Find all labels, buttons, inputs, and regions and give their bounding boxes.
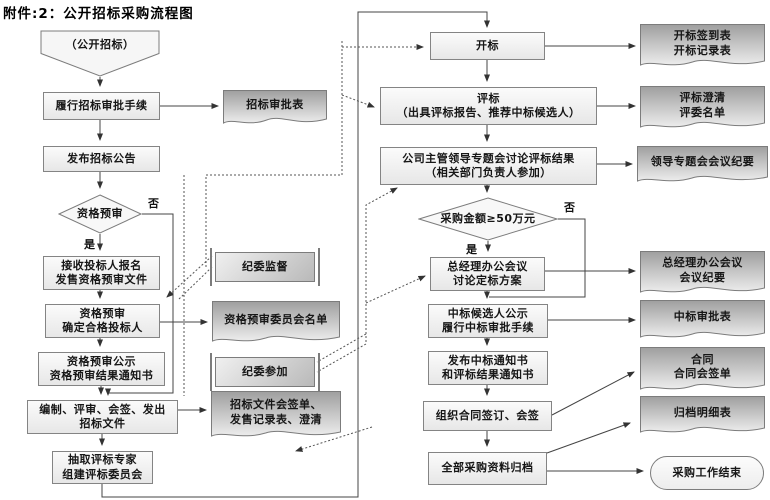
doc-gm-meeting-minutes: 总经理办公会议 会议纪要 — [640, 251, 765, 297]
node-select-experts: 抽取评标专家 组建评标委员会 — [52, 451, 153, 484]
node-contract-sign: 组织合同签订、会签 — [423, 401, 552, 431]
doc-archive-detail-list: 归档明细表 — [640, 396, 765, 437]
edge-join-bus-link2 — [316, 343, 367, 373]
node-gm-meeting: 总经理办公会议 讨论定标方案 — [430, 257, 545, 291]
doc-winner-approval-form: 中标审批表 — [640, 300, 765, 342]
page-title: 附件:2：公开招标采购流程图 — [3, 6, 194, 22]
edge-archive-detaillist — [546, 422, 631, 454]
node-start: （公开招标） — [40, 30, 160, 77]
node-discipline-supervise: 纪委监督 — [210, 248, 320, 286]
doc-opening-signin: 开标签到表 开标记录表 — [640, 24, 765, 70]
doc-leader-meeting-minutes: 领导专题会会议纪要 — [637, 146, 768, 186]
edge-contract-forms — [551, 371, 635, 416]
doc-eval-clarification: 评标澄清 评委名单 — [640, 86, 765, 132]
edge-experts-opening-long — [101, 11, 490, 498]
doc-countersign-record: 招标文件会签单、 发售记录表、澄清 — [211, 391, 341, 441]
label-yes-left: 是 — [84, 238, 95, 251]
node-discipline-join: 纪委参加 — [210, 353, 320, 391]
doc-contract-countersign: 合同 合同会签单 — [640, 347, 765, 394]
edge-bus-gm — [365, 275, 426, 304]
node-approval: 履行招标审批手续 — [43, 92, 160, 120]
node-prequal-publicity: 资格预审公示 资格预审结果通知书 — [38, 352, 165, 386]
node-award-notice: 发布中标通知书 和评标结果通知书 — [428, 351, 548, 385]
node-bid-opening: 开标 — [430, 32, 545, 60]
label-no-left: 否 — [148, 197, 159, 210]
doc-prequal-committee-list: 资格预审委员会名单 — [212, 301, 340, 346]
solid-edges — [97, 11, 644, 498]
doc-tender-approval-form: 招标审批表 — [223, 90, 327, 128]
node-announce: 发布招标公告 — [43, 146, 160, 172]
label-no-right: 否 — [564, 201, 575, 214]
node-prequal-check: 资格预审 — [58, 194, 142, 234]
edge-join-bus — [365, 187, 398, 342]
node-end: 采购工作结束 — [650, 456, 764, 490]
edge-supervise-confirm-2 — [177, 266, 213, 301]
edge-join-experts — [295, 426, 373, 452]
edge-bus-eval — [341, 94, 375, 108]
node-leader-meeting: 公司主管领导专题会讨论评标结果 （相关部门负责人参加） — [380, 147, 597, 185]
edge-join-bus-link1 — [316, 333, 367, 363]
node-winner-publicity: 中标候选人公示 履行中标审批手续 — [428, 304, 548, 338]
node-bid-evaluation: 评标 （出具评标报告、推荐中标候选人） — [380, 87, 597, 125]
label-yes-right: 是 — [466, 243, 477, 256]
edge-supervise-confirm — [166, 255, 213, 298]
node-prequal-confirm: 资格预审 确定合格投标人 — [45, 304, 160, 338]
edge-amount-no-bypass — [489, 218, 586, 298]
edge-supervise-bus — [205, 40, 343, 267]
edge-prequal-no-bypass — [105, 213, 174, 396]
dotted-edges — [166, 40, 426, 452]
node-amount-check: 采购金额≥50万元 — [418, 197, 558, 241]
node-archive-all: 全部采购资料归档 — [428, 452, 547, 485]
node-prepare-docs: 编制、评审、会签、发出 招标文件 — [27, 400, 178, 434]
node-accept-bidders: 接收投标人报名 发售资格预审文件 — [43, 256, 160, 290]
